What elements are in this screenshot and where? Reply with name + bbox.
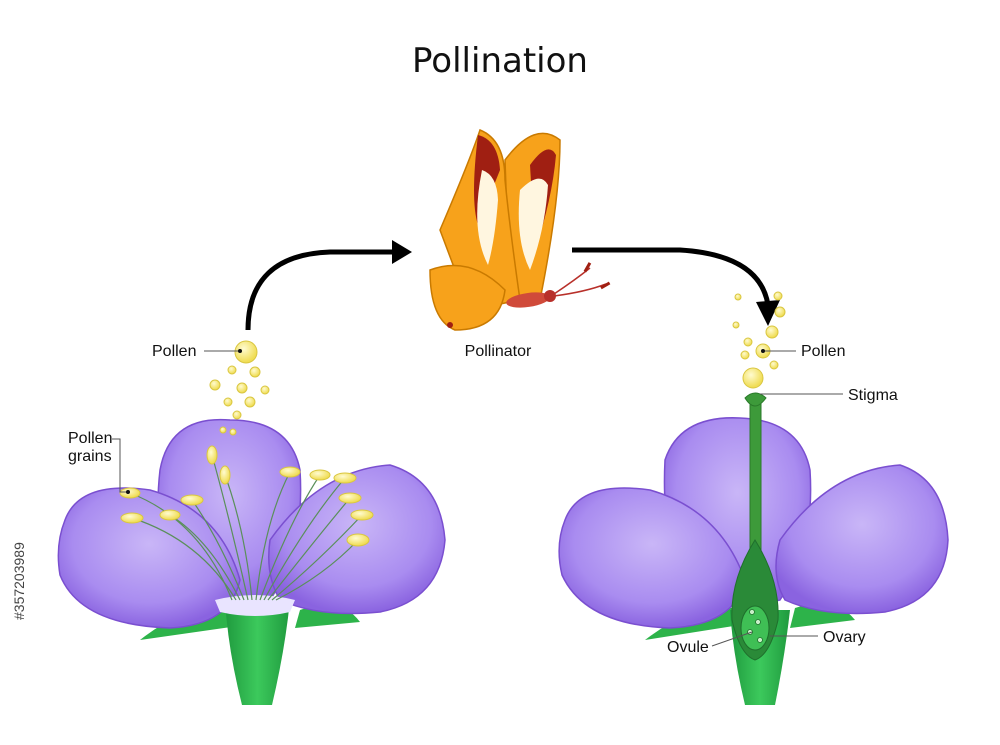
left-flower-icon	[57, 418, 446, 705]
pollinator-label: Pollinator	[465, 343, 532, 360]
ovary-label: Ovary	[823, 629, 866, 646]
curved-arrow-icon	[245, 240, 412, 331]
pollen-grains-leader	[112, 438, 128, 493]
pollen-grains-label-line2: grains	[68, 448, 112, 465]
pollen-label-right: Pollen	[801, 343, 845, 360]
stigma-label: Stigma	[848, 387, 898, 404]
butterfly-icon	[429, 129, 611, 331]
ovule-leader	[711, 631, 753, 647]
right-flower-icon	[558, 392, 949, 705]
pollen-label-left: Pollen	[152, 343, 196, 360]
curved-arrow-icon	[572, 247, 780, 326]
stock-id: #357203989	[11, 542, 27, 620]
pollen-stream-left	[209, 340, 270, 436]
pollen-grains-label-line1: Pollen	[68, 430, 112, 447]
ovule-label: Ovule	[667, 639, 709, 656]
diagram-title: Pollination	[412, 41, 588, 81]
